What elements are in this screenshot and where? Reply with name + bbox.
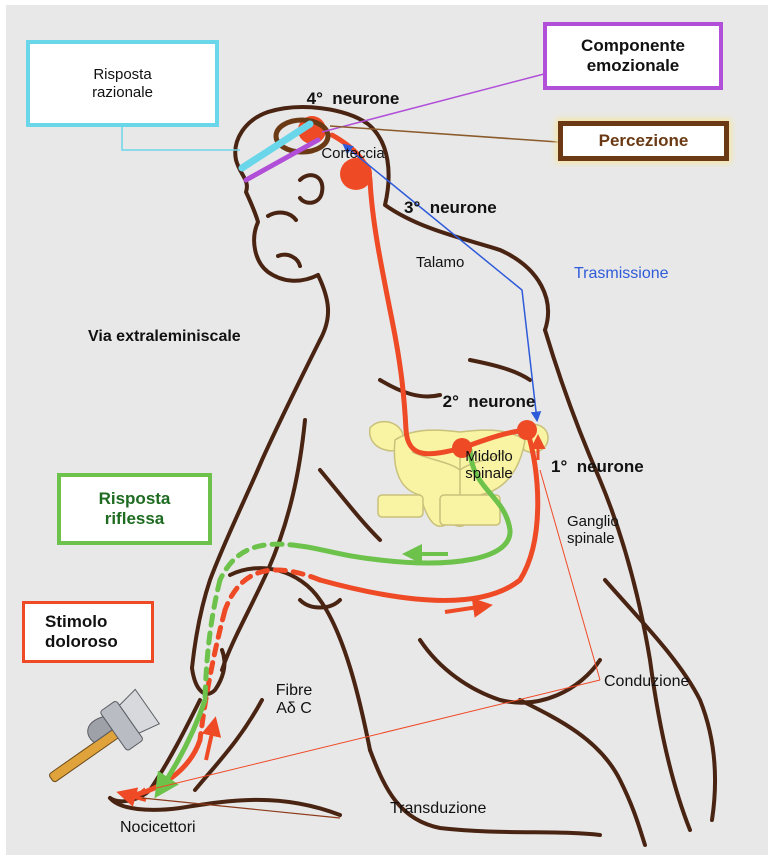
neuron-3-title: 3° neurone — [404, 198, 497, 218]
conduction-label: Conduzione — [604, 673, 689, 691]
neuron-2-label: 2° neurone Midollo spinale — [430, 355, 548, 501]
neuron-3-label: 3° neurone Talamo — [404, 161, 497, 290]
neuron-2-site: Midollo spinale — [430, 448, 548, 483]
painful-stimulus-box: Stimolo doloroso — [22, 601, 154, 663]
neuron-2-title: 2° neurone — [430, 392, 548, 412]
rational-response-box: Risposta razionale — [26, 40, 219, 127]
neuron-4-site: Corteccia — [288, 145, 418, 162]
neuron-1-site: Ganglio spinale — [551, 513, 644, 548]
neuron-4-title: 4° neurone — [288, 89, 418, 109]
perception-label: Percezione — [599, 131, 689, 151]
nociceptors-label: Nocicettori — [120, 819, 196, 837]
transduction-label: Transduzione — [390, 800, 486, 818]
fibers-label: Fibre Aδ C — [262, 682, 326, 719]
painful-stimulus-label: Stimolo doloroso — [45, 612, 118, 651]
neuron-4-label: 4° neurone Corteccia — [288, 52, 418, 181]
neuron-1-title: 1° neurone — [551, 457, 644, 477]
neuron-3-site: Talamo — [404, 254, 497, 271]
emotional-component-label: Componente emozionale — [581, 36, 685, 75]
rational-response-label: Risposta razionale — [92, 66, 153, 101]
pathway-label: Via extraleminiscale — [88, 328, 241, 346]
neuron-1-label: 1° neurone Ganglio spinale — [551, 420, 644, 566]
transmission-label: Trasmissione — [574, 265, 669, 283]
perception-box: Percezione — [558, 121, 729, 161]
reflex-response-label: Risposta riflessa — [99, 489, 171, 528]
reflex-response-box: Risposta riflessa — [57, 473, 212, 545]
emotional-component-box: Componente emozionale — [543, 22, 723, 90]
